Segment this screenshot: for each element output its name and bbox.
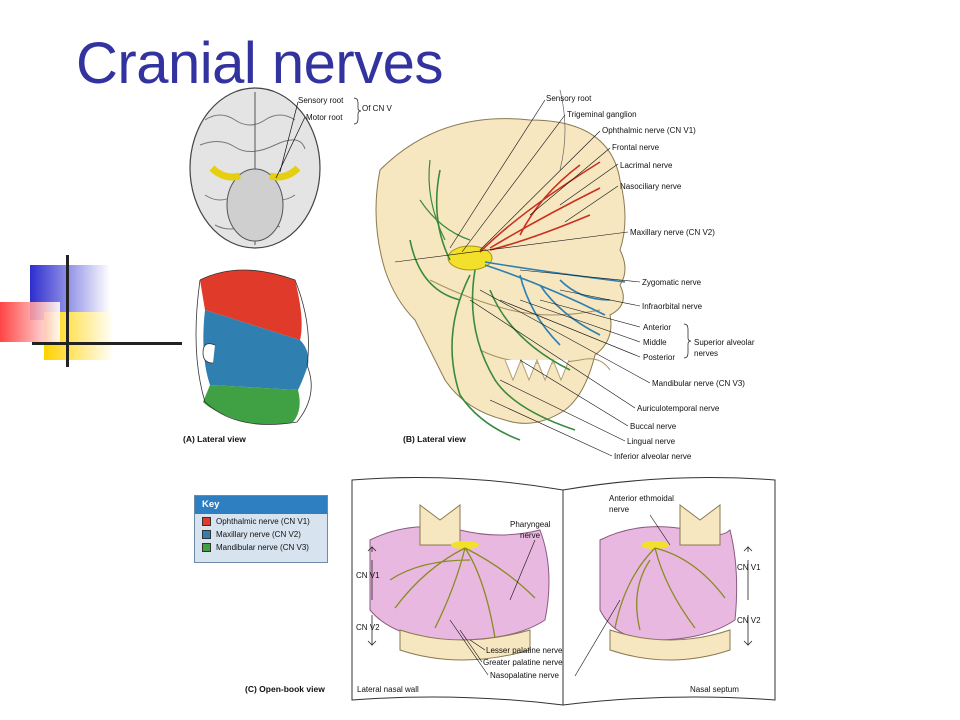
label-lateral-nasal-wall: Lateral nasal wall xyxy=(357,685,419,694)
key-label-maxillary: Maxillary nerve (CN V2) xyxy=(216,530,301,539)
label-inferior-alveolar-nerve: Inferior alveolar nerve xyxy=(614,452,692,461)
label-nasociliary-nerve: Nasociliary nerve xyxy=(620,182,682,191)
label-of-cn-v: Of CN V xyxy=(362,104,392,113)
label-anterior-ethmoidal-2: nerve xyxy=(609,505,630,514)
key-swatch-mandibular xyxy=(202,543,211,552)
label-greater-palatine: Greater palatine nerve xyxy=(483,658,563,667)
label-infraorbital-nerve: Infraorbital nerve xyxy=(642,302,703,311)
panel-b-labels: Sensory root Trigeminal ganglion Ophthal… xyxy=(546,94,755,461)
label-zygomatic-nerve: Zygomatic nerve xyxy=(642,278,702,287)
leader-lines-b xyxy=(394,99,651,457)
label-anterior: Anterior xyxy=(643,323,671,332)
label-cn-v1-right: CN V1 xyxy=(737,563,761,572)
label-buccal-nerve: Buccal nerve xyxy=(630,422,677,431)
key-item-mandibular: Mandibular nerve (CN V3) xyxy=(202,542,327,553)
label-auriculotemporal-nerve: Auriculotemporal nerve xyxy=(637,404,720,413)
label-pharyngeal-1: Pharyngeal xyxy=(510,520,551,529)
label-nasal-septum: Nasal septum xyxy=(690,685,739,694)
label-cn-v2-right: CN V2 xyxy=(737,616,761,625)
label-cn-v2-left: CN V2 xyxy=(356,623,380,632)
head-dermatome-map xyxy=(195,269,312,425)
key-title: Key xyxy=(195,496,327,514)
label-superior-alveolar-2: nerves xyxy=(694,349,718,358)
key-item-ophthalmic: Ophthalmic nerve (CN V1) xyxy=(202,516,327,527)
decorative-corner-blocks xyxy=(0,255,182,367)
label-anterior-ethmoidal-1: Anterior ethmoidal xyxy=(609,494,674,503)
label-lingual-nerve: Lingual nerve xyxy=(627,437,676,446)
caption-b: (B) Lateral view xyxy=(403,434,466,444)
label-pharyngeal-2: nerve xyxy=(520,531,541,540)
brain-inferior-view xyxy=(189,87,321,249)
label-cn-v1-left: CN V1 xyxy=(356,571,380,580)
key-label-mandibular: Mandibular nerve (CN V3) xyxy=(216,543,309,552)
panel-c-labels: Pharyngeal nerve Anterior ethmoidal nerv… xyxy=(356,494,761,694)
label-middle: Middle xyxy=(643,338,667,347)
label-ophthalmic-nerve: Ophthalmic nerve (CN V1) xyxy=(602,126,696,135)
leader-lines-c xyxy=(449,514,671,677)
caption-a: (A) Lateral view xyxy=(183,434,246,444)
label-frontal-nerve: Frontal nerve xyxy=(612,143,660,152)
label-maxillary-nerve: Maxillary nerve (CN V2) xyxy=(630,228,715,237)
label-lesser-palatine: Lesser palatine nerve xyxy=(486,646,563,655)
label-superior-alveolar-1: Superior alveolar xyxy=(694,338,755,347)
open-book-view xyxy=(351,477,776,706)
label-motor-root-a: Motor root xyxy=(306,113,343,122)
label-mandibular-nerve: Mandibular nerve (CN V3) xyxy=(652,379,745,388)
label-lacrimal-nerve: Lacrimal nerve xyxy=(620,161,673,170)
label-sensory-root-a: Sensory root xyxy=(298,96,344,105)
caption-c: (C) Open-book view xyxy=(245,684,325,694)
key-swatch-maxillary xyxy=(202,530,211,539)
color-key: Key Ophthalmic nerve (CN V1) Maxillary n… xyxy=(194,495,328,563)
slide-title: Cranial nerves xyxy=(76,31,443,96)
label-nasopalatine: Nasopalatine nerve xyxy=(490,671,559,680)
key-swatch-ophthalmic xyxy=(202,517,211,526)
key-label-ophthalmic: Ophthalmic nerve (CN V1) xyxy=(216,517,310,526)
label-trigeminal-ganglion: Trigeminal ganglion xyxy=(567,110,637,119)
label-sensory-root-b: Sensory root xyxy=(546,94,592,103)
key-item-maxillary: Maxillary nerve (CN V2) xyxy=(202,529,327,540)
label-posterior: Posterior xyxy=(643,353,675,362)
skull-lateral-view xyxy=(375,89,626,441)
